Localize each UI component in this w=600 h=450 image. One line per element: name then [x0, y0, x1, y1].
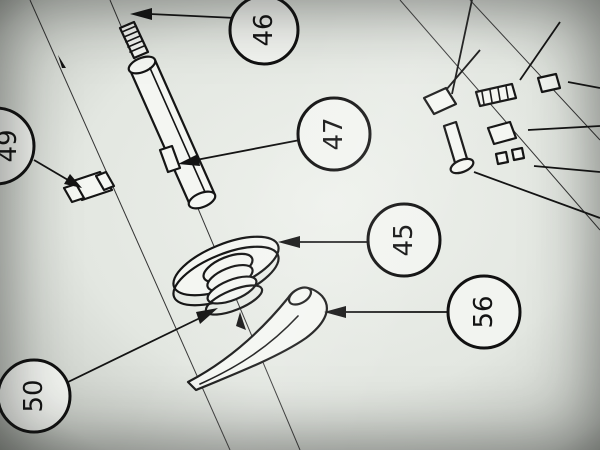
- frame-line-top-right-2: [469, 0, 600, 141]
- part-56-lever: [186, 286, 328, 392]
- callout-45-label: 45: [389, 223, 419, 256]
- callout-46-label: 46: [249, 13, 279, 46]
- callout-49-label: 49: [0, 129, 23, 162]
- callout-47: 47: [296, 96, 372, 172]
- parts-right-edge: [422, 72, 562, 175]
- callout-45: 45: [366, 202, 442, 278]
- axis-arrow-marker: [58, 55, 66, 68]
- callout-46: 46: [228, 0, 300, 66]
- part-46-spring: [118, 20, 150, 60]
- part-45-disc: [172, 235, 280, 307]
- callout-56-label: 56: [469, 295, 499, 328]
- callout-50: 50: [0, 358, 72, 434]
- assembly-axis-line-left: [29, 0, 231, 450]
- part-47-shaft: [127, 55, 217, 210]
- callout-56: 56: [446, 274, 522, 350]
- callout-49: 49: [0, 106, 36, 186]
- callout-50-label: 50: [19, 379, 49, 412]
- axis-arrow-marker-lower: [236, 312, 246, 330]
- callout-47-label: 47: [319, 117, 349, 150]
- leader-lines: [33, 0, 600, 383]
- frame-line-top-right: [399, 0, 600, 231]
